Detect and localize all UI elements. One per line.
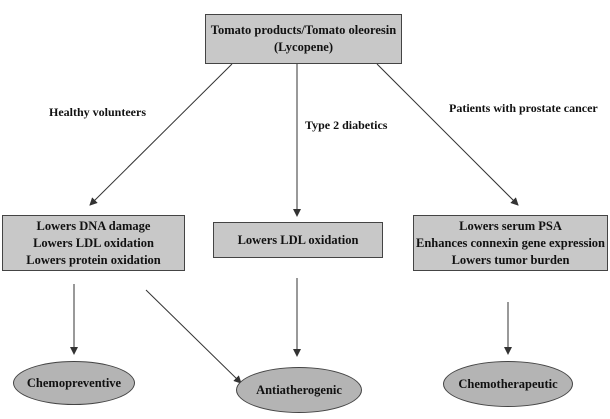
effects-node-healthy: Lowers DNA damage Lowers LDL oxidation L… — [2, 215, 185, 271]
effect-diabetics-line-1: Lowers LDL oxidation — [237, 232, 359, 247]
root-line-2: (Lycopene) — [273, 40, 334, 54]
arrow-root-to-healthy — [89, 63, 233, 206]
root-node: Tomato products/Tomato oleoresin (Lycope… — [205, 14, 402, 64]
outcome-chemopreventive-label: Chemopreventive — [26, 375, 122, 390]
outcome-chemotherapeutic-label: Chemotherapeutic — [458, 376, 558, 391]
root-line-1: Tomato products/Tomato oleoresin — [210, 23, 397, 37]
effect-healthy-line-2: Lowers LDL oxidation — [33, 235, 154, 250]
outcome-chemotherapeutic: Chemotherapeutic — [443, 361, 573, 407]
effect-prostate-line-1: Lowers serum PSA — [459, 218, 562, 233]
effects-node-prostate: Lowers serum PSA Enhances connexin gene … — [413, 215, 608, 271]
effect-prostate-line-3: Lowers tumor burden — [451, 252, 570, 267]
effect-healthy-line-1: Lowers DNA damage — [36, 218, 151, 233]
arrow-healthy-to-antiatherogenic — [145, 289, 242, 384]
arrow-root-to-prostate — [376, 63, 519, 206]
outcome-antiatherogenic: Antiatherogenic — [236, 367, 362, 413]
population-label-diabetics: Type 2 diabetics — [305, 118, 388, 132]
outcome-chemopreventive: Chemopreventive — [13, 361, 135, 405]
population-label-healthy: Healthy volunteers — [49, 105, 146, 119]
effects-node-diabetics: Lowers LDL oxidation — [213, 222, 383, 258]
outcome-antiatherogenic-label: Antiatherogenic — [256, 382, 342, 397]
effect-prostate-line-2: Enhances connexin gene expression — [415, 235, 606, 250]
effect-healthy-line-3: Lowers protein oxidation — [26, 252, 161, 267]
population-label-prostate: Patients with prostate cancer — [449, 101, 598, 115]
